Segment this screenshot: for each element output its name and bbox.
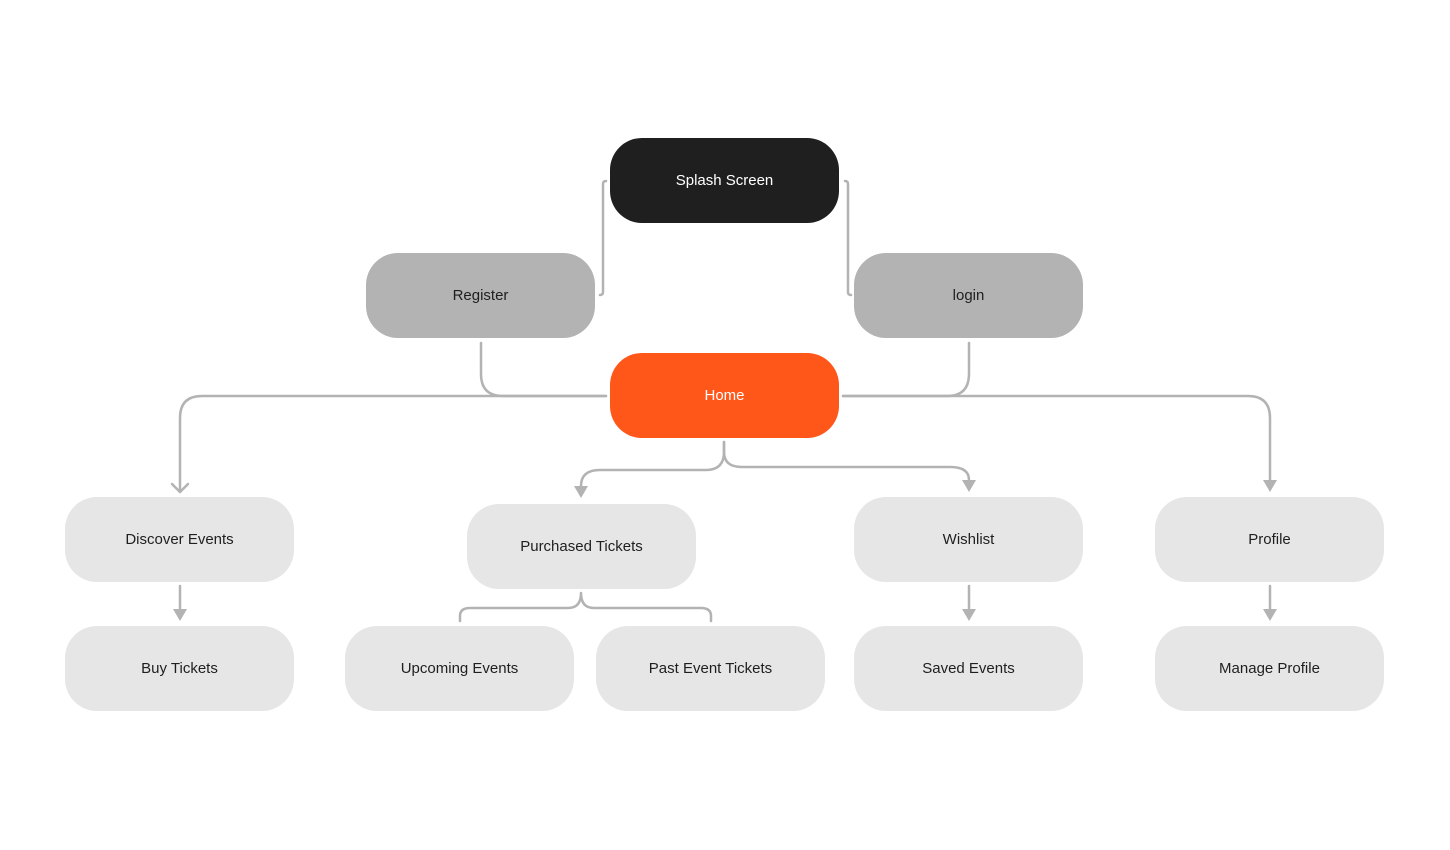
node-wishlist: Wishlist: [854, 497, 1083, 582]
node-label: Register: [452, 287, 509, 304]
node-past-event-tickets: Past Event Tickets: [596, 626, 825, 711]
node-label: Discover Events: [125, 531, 234, 548]
node-label: Manage Profile: [1219, 660, 1320, 677]
node-label: Upcoming Events: [400, 660, 519, 677]
node-label: login: [952, 287, 985, 304]
connector-purchased-children: [458, 591, 713, 623]
node-purchased-tickets: Purchased Tickets: [467, 504, 696, 589]
arrow-saved: [962, 609, 976, 621]
node-label: Purchased Tickets: [520, 538, 643, 555]
connector-splash-register: [598, 179, 608, 297]
connector-home-discover: [178, 394, 608, 492]
arrow-buy: [173, 609, 187, 621]
node-label: Wishlist: [942, 531, 995, 548]
connector-register-home: [479, 341, 608, 398]
arrow-discover: [170, 482, 190, 494]
node-home: Home: [610, 353, 839, 438]
arrow-wishlist: [962, 480, 976, 492]
node-label: Home: [704, 387, 745, 404]
node-label: Saved Events: [922, 660, 1015, 677]
connector-home-wishlist: [722, 440, 971, 482]
arrow-manage: [1263, 609, 1277, 621]
node-saved-events: Saved Events: [854, 626, 1083, 711]
node-login: login: [854, 253, 1083, 338]
connector-splash-login: [843, 179, 853, 297]
node-label: Past Event Tickets: [648, 660, 773, 677]
node-manage-profile: Manage Profile: [1155, 626, 1384, 711]
node-profile: Profile: [1155, 497, 1384, 582]
connector-home-profile: [841, 394, 1272, 484]
node-upcoming-events: Upcoming Events: [345, 626, 574, 711]
node-label: Buy Tickets: [141, 660, 218, 677]
arrow-purchased: [574, 486, 588, 498]
connector-login-home: [841, 341, 971, 398]
node-label: Splash Screen: [675, 172, 774, 189]
connector-home-purchased: [579, 440, 726, 488]
node-register: Register: [366, 253, 595, 338]
node-discover-events: Discover Events: [65, 497, 294, 582]
node-splash-screen: Splash Screen: [610, 138, 839, 223]
node-label: Profile: [1248, 531, 1291, 548]
arrow-profile: [1263, 480, 1277, 492]
node-buy-tickets: Buy Tickets: [65, 626, 294, 711]
